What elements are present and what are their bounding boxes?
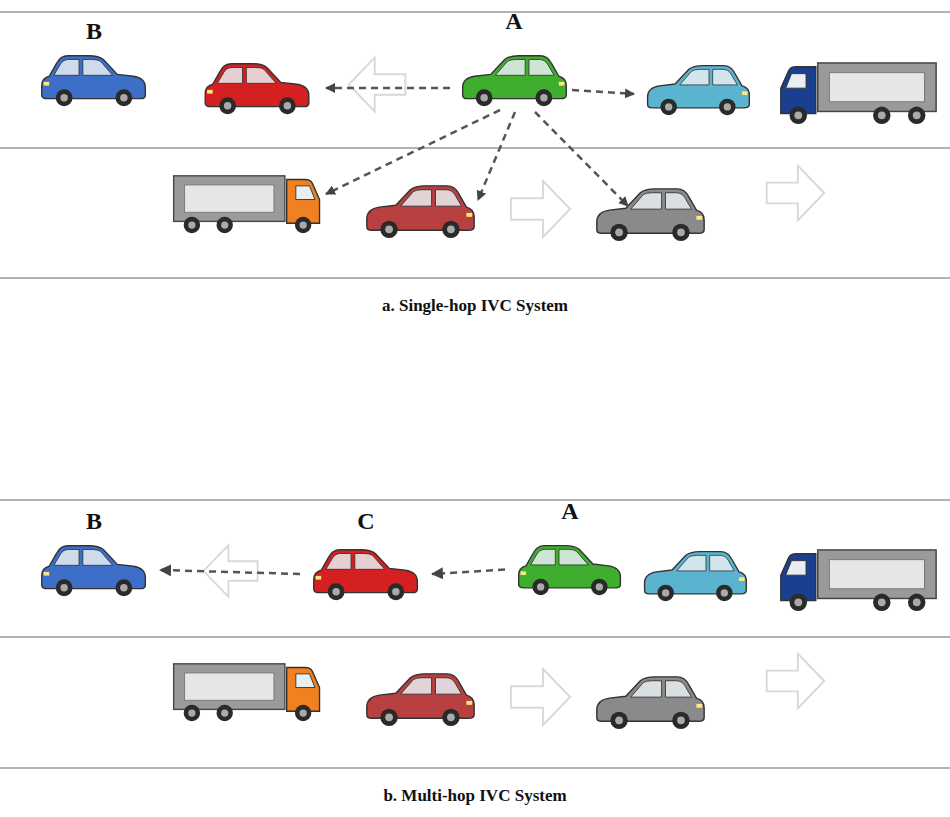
broadcast-arrow xyxy=(326,110,500,194)
grey-car xyxy=(597,189,704,241)
orange-truck xyxy=(174,176,320,233)
dark-red-car xyxy=(367,186,474,238)
lane-line xyxy=(0,11,950,12)
orange-truck xyxy=(174,664,320,721)
broadcast-arrow xyxy=(326,87,450,90)
vehicle-node: C xyxy=(300,508,432,602)
vehicle-node: A xyxy=(448,8,580,108)
faded-arrow xyxy=(767,166,825,221)
car-icon xyxy=(510,542,630,597)
broadcast-arrow xyxy=(572,90,634,94)
faded-arrow xyxy=(349,58,406,112)
vehicle-letter: B xyxy=(28,18,160,44)
faded-arrow xyxy=(511,669,570,725)
dark-red-car xyxy=(367,674,474,726)
lane-line xyxy=(0,147,950,148)
cyan-car xyxy=(645,552,747,602)
vehicle-node: B xyxy=(28,508,160,598)
faded-arrow xyxy=(511,181,570,237)
truck xyxy=(781,550,936,611)
relay-arrow xyxy=(160,570,300,574)
cyan-car xyxy=(648,66,750,116)
vehicle-node: A xyxy=(505,498,635,597)
relay-arrow xyxy=(432,570,505,575)
lane-line xyxy=(0,277,950,278)
grey-car xyxy=(597,677,704,729)
red-car xyxy=(205,64,309,114)
vehicle-letter: A xyxy=(505,498,635,524)
faded-arrow xyxy=(767,654,825,709)
figure-caption: a. Single-hop IVC System xyxy=(382,296,568,316)
vehicle-letter: C xyxy=(300,508,432,534)
broadcast-arrow xyxy=(535,112,628,206)
vehicle-letter: A xyxy=(448,8,580,34)
car-icon xyxy=(305,546,427,602)
lane-line xyxy=(0,499,950,500)
lane-line xyxy=(0,767,950,768)
car-icon xyxy=(33,52,155,108)
truck xyxy=(781,63,936,124)
vehicle-letter: B xyxy=(28,508,160,534)
figure-caption: b. Multi-hop IVC System xyxy=(383,786,566,806)
vehicle-node: B xyxy=(28,18,160,108)
broadcast-arrow xyxy=(478,112,515,200)
car-icon xyxy=(453,52,575,108)
car-icon xyxy=(33,542,155,598)
lane-line xyxy=(0,636,950,637)
